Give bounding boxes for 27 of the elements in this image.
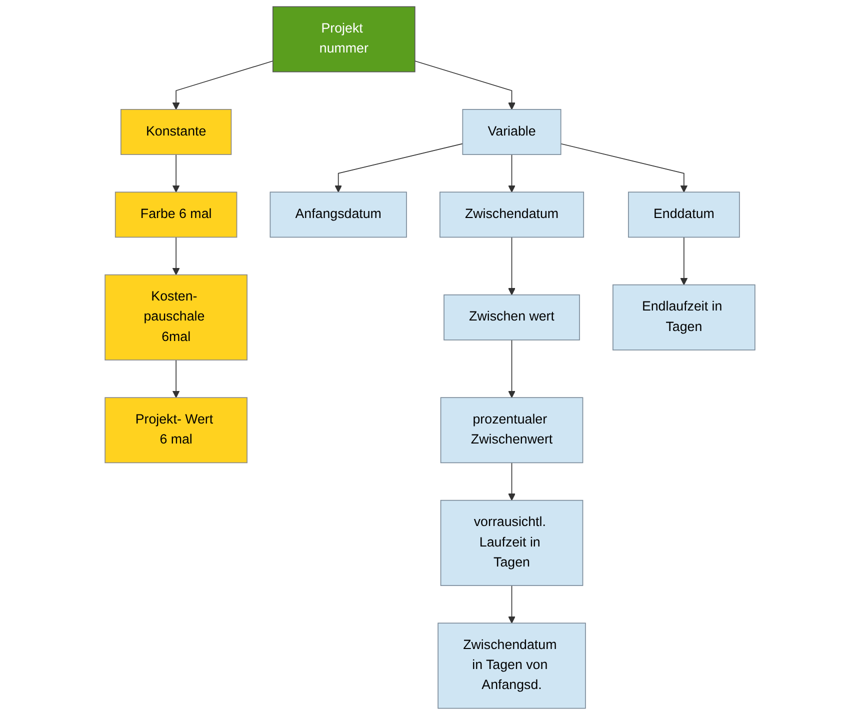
node-box: Kosten- pauschale 6mal — [104, 274, 248, 360]
arrow — [334, 143, 464, 192]
node-box: Farbe 6 mal — [114, 192, 238, 238]
node-box: vorrausichtl. Laufzeit in Tagen — [440, 500, 584, 586]
arrow — [414, 60, 516, 110]
arrow — [172, 60, 274, 110]
node-box: Konstante — [120, 109, 232, 155]
arrow — [508, 340, 516, 398]
node-box: Variable — [462, 109, 562, 155]
node-box: Anfangsdatum — [270, 192, 407, 238]
node-box: Enddatum — [628, 192, 740, 238]
node-box: Zwischendatum in Tagen von Anfangsd. — [438, 622, 586, 709]
arrow — [172, 154, 180, 192]
node-box: Projekt nummer — [272, 6, 416, 72]
arrow — [680, 236, 688, 286]
arrow — [508, 462, 516, 501]
node-box: Zwischen wert — [444, 294, 580, 340]
node-box: Endlaufzeit in Tagen — [612, 284, 756, 350]
node-box: Projekt- Wert 6 mal — [104, 397, 248, 464]
arrow — [508, 154, 516, 192]
arrow — [172, 236, 180, 276]
arrow — [508, 585, 516, 624]
node-box: prozentualer Zwischenwert — [440, 397, 584, 464]
node-box: Zwischendatum — [440, 192, 584, 238]
arrow — [508, 236, 516, 296]
arrow — [560, 143, 688, 192]
arrow — [172, 360, 180, 398]
